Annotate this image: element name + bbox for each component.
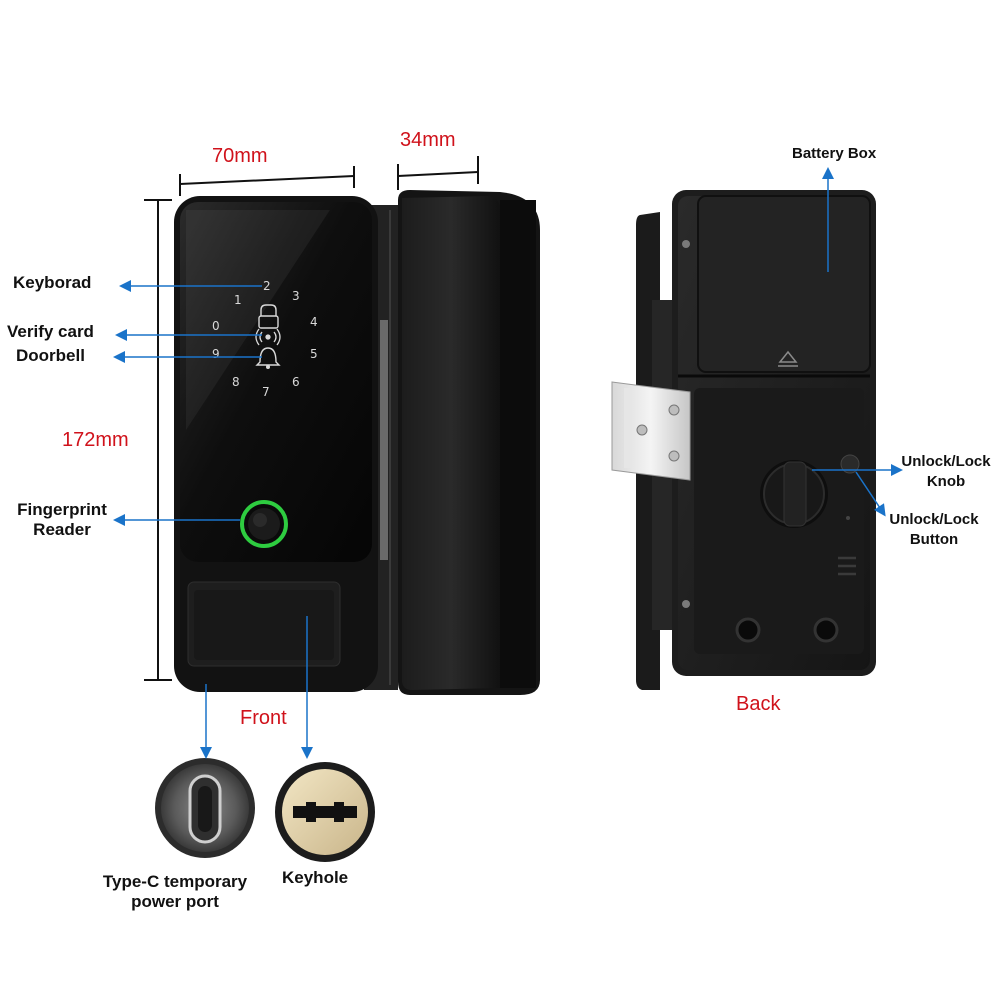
unlock-button-label-line1: Unlock/Lock bbox=[889, 511, 979, 528]
keypad-digit-6: 6 bbox=[292, 375, 300, 389]
padlock-icon bbox=[258, 304, 279, 329]
nfc-card-icon bbox=[255, 328, 281, 346]
keypad-digit-0: 0 bbox=[212, 319, 220, 333]
unlock-knob-label-line1: Unlock/Lock bbox=[901, 453, 991, 470]
unlock-button-label: Unlock/Lock Button bbox=[884, 510, 984, 550]
keypad-digit-3: 3 bbox=[292, 289, 300, 303]
bell-icon bbox=[255, 347, 281, 369]
unlock-knob-label-line2: Knob bbox=[926, 473, 966, 490]
keyhole-label: Keyhole bbox=[282, 868, 349, 887]
type-c-label-line1: Type-C temporary bbox=[102, 872, 248, 891]
verify-card-label: Verify card bbox=[7, 322, 94, 341]
type-c-label-line2: power port bbox=[131, 892, 219, 911]
type-c-port-label: Type-C temporary power port bbox=[80, 872, 270, 912]
unlock-button-label-line2: Button bbox=[909, 531, 959, 548]
height-dimension: 172mm bbox=[62, 429, 129, 451]
fingerprint-reader-icon bbox=[239, 499, 289, 549]
back-lock-unit bbox=[611, 190, 876, 690]
width-dimension: 70mm bbox=[212, 145, 268, 167]
unlock-button-icon bbox=[840, 454, 860, 474]
keypad-digit-2: 2 bbox=[263, 279, 271, 293]
unlock-knob-label: Unlock/Lock Knob bbox=[896, 452, 996, 492]
depth-dimension: 34mm bbox=[400, 129, 456, 151]
eject-icon bbox=[778, 350, 798, 367]
unlock-knob-icon bbox=[760, 460, 828, 528]
front-lock-unit: 1 2 3 4 5 6 7 8 9 0 bbox=[174, 190, 540, 695]
battery-box-label: Battery Box bbox=[792, 145, 877, 162]
dimension-lines bbox=[144, 156, 479, 681]
keyboard-label: Keyborad bbox=[13, 273, 92, 292]
doorbell-label: Doorbell bbox=[16, 346, 85, 365]
type-c-port-inset bbox=[155, 758, 255, 858]
keyhole-inset bbox=[275, 762, 375, 862]
back-view-label: Back bbox=[736, 693, 781, 715]
keypad-digit-8: 8 bbox=[232, 375, 240, 389]
keypad-digit-4: 4 bbox=[310, 315, 318, 329]
keypad-digit-9: 9 bbox=[212, 347, 220, 361]
keypad-digit-7: 7 bbox=[262, 385, 270, 399]
keypad-digit-5: 5 bbox=[310, 347, 318, 361]
front-view-label: Front bbox=[240, 707, 287, 729]
keypad: 1 2 3 4 5 6 7 8 9 0 bbox=[212, 279, 318, 399]
fingerprint-label-line1: Fingerprint bbox=[17, 500, 107, 519]
fingerprint-label-line2: Reader bbox=[33, 520, 91, 539]
fingerprint-reader-label: Fingerprint Reader bbox=[12, 500, 112, 540]
callout-arrows bbox=[113, 167, 903, 759]
keypad-digit-1: 1 bbox=[234, 293, 242, 307]
